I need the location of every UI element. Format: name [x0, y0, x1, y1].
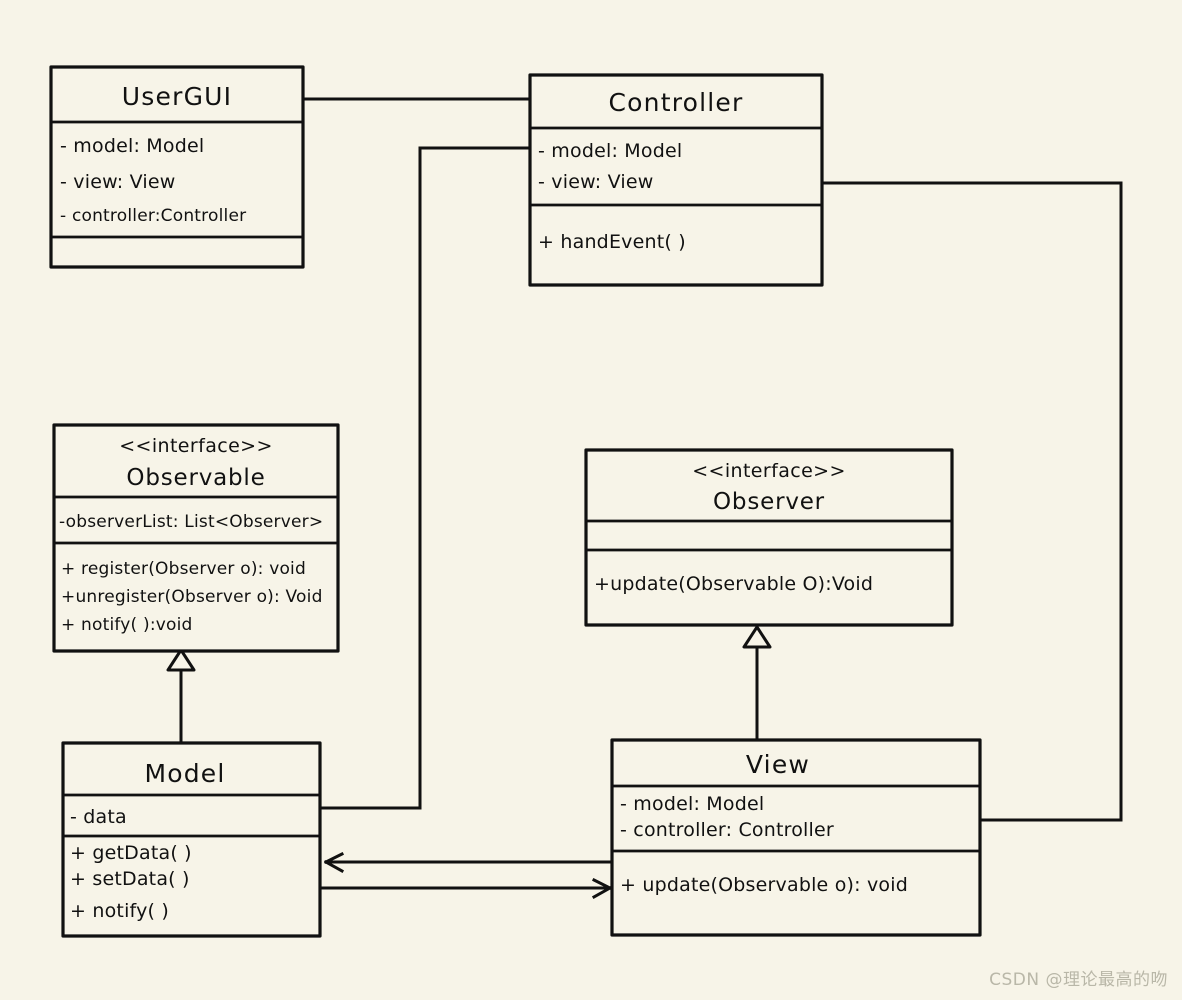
observer-title: Observer: [713, 489, 825, 515]
model-to-view-arrowhead: [591, 877, 613, 900]
model-operation: + notify( ): [70, 900, 169, 922]
view-attribute: - model: Model: [620, 793, 764, 815]
class-box-observable[interactable]: <<interface>> Observable -observerList: …: [52, 423, 340, 653]
model-operation: + setData( ): [70, 868, 190, 890]
usergui-attribute: - controller:Controller: [60, 206, 246, 226]
class-box-usergui[interactable]: UserGUI - model: Model - view: View - co…: [49, 65, 305, 269]
observable-operation: + register(Observer o): void: [61, 559, 306, 579]
usergui-attribute: - view: View: [60, 171, 176, 193]
controller-attribute: - model: Model: [538, 140, 682, 162]
controller-operation: + handEvent( ): [538, 231, 686, 253]
controller-outline: [528, 73, 824, 287]
view-operation: + update(Observable o): void: [620, 874, 908, 896]
model-title: Model: [144, 759, 225, 788]
controller-model-association: [318, 146, 532, 810]
controller-view-association: [820, 181, 1123, 822]
model-attribute: - data: [70, 806, 127, 828]
csdn-watermark: CSDN @理论最高的吻: [989, 970, 1168, 990]
view-implements-observer-triangle: [742, 625, 772, 649]
controller-title: Controller: [609, 88, 744, 117]
observable-operation: + notify( ):void: [61, 615, 193, 635]
observer-outline: [584, 448, 954, 627]
observable-outline: [52, 423, 340, 653]
view-to-model-arrowhead: [323, 851, 345, 874]
observable-attribute: -observerList: List<Observer>: [59, 512, 323, 532]
observable-stereotype: <<interface>>: [119, 435, 273, 457]
class-box-model[interactable]: Model - data + getData( ) + setData( ) +…: [61, 741, 322, 938]
class-box-controller[interactable]: Controller - model: Model - view: View +…: [528, 73, 824, 287]
observer-stereotype: <<interface>>: [692, 460, 846, 482]
usergui-outline: [49, 65, 305, 269]
observable-operation: +unregister(Observer o): Void: [61, 587, 323, 607]
usergui-attribute: - model: Model: [60, 135, 204, 157]
observer-operation: +update(Observable O):Void: [594, 573, 873, 595]
view-title: View: [746, 750, 810, 779]
model-implements-observable-triangle: [166, 648, 196, 672]
view-attribute: - controller: Controller: [620, 819, 834, 841]
relations-layer: [166, 97, 1123, 900]
class-box-view[interactable]: View - model: Model - controller: Contro…: [610, 738, 982, 937]
usergui-title: UserGUI: [122, 82, 232, 111]
controller-attribute: - view: View: [538, 171, 654, 193]
view-outline: [610, 738, 982, 937]
model-outline: [61, 741, 322, 938]
model-operation: + getData( ): [70, 842, 192, 864]
observable-title: Observable: [126, 465, 265, 491]
class-box-observer[interactable]: <<interface>> Observer +update(Observabl…: [584, 448, 954, 627]
